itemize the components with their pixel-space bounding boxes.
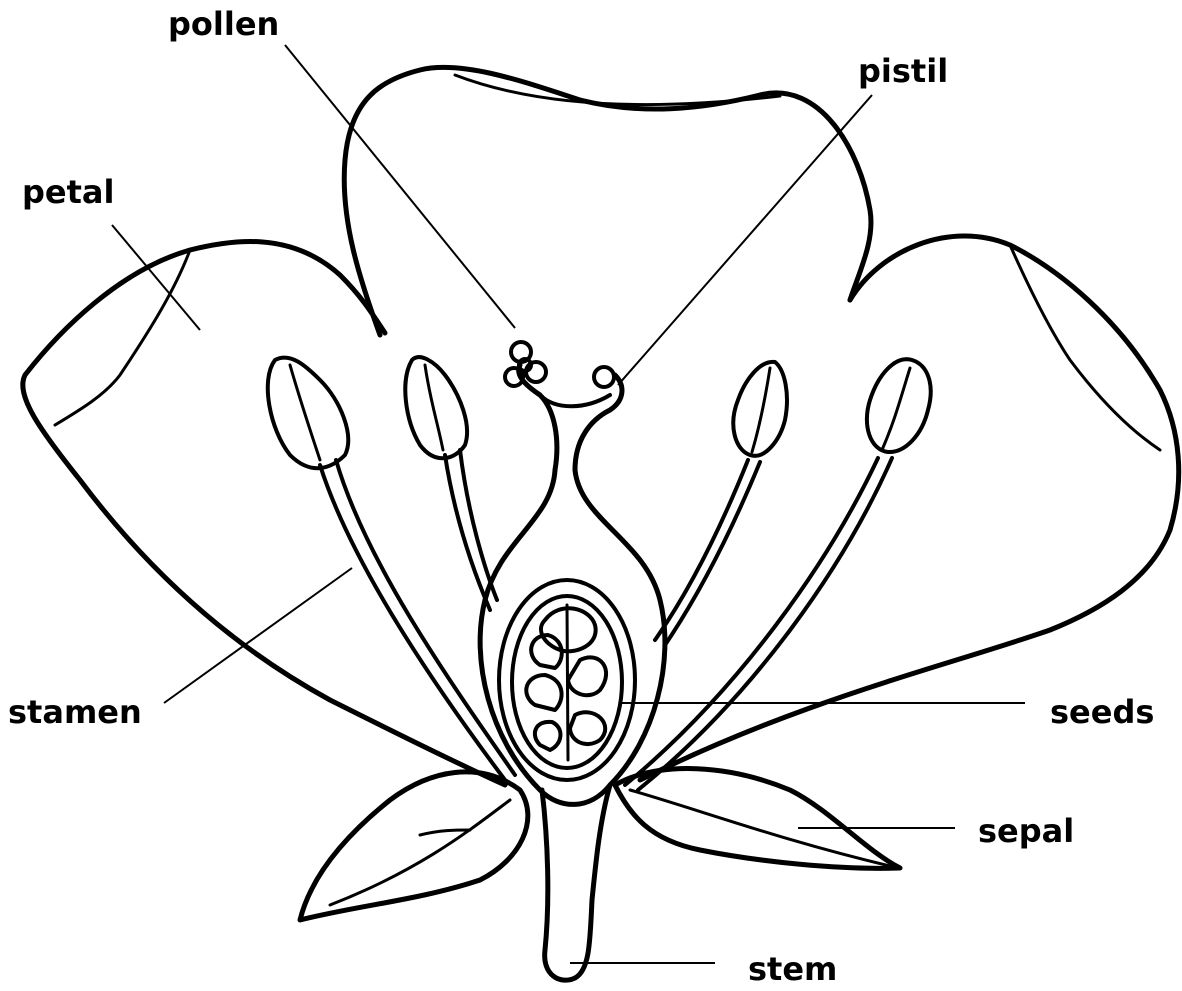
left-sepal	[300, 772, 528, 920]
petal-label: petal	[22, 176, 114, 208]
top-petal	[344, 67, 871, 335]
stem-label: stem	[748, 953, 837, 985]
seeds-shapes	[526, 605, 606, 760]
right-sepal	[615, 769, 900, 869]
pistil-shape	[480, 365, 665, 804]
stamen-inner-right	[655, 362, 787, 645]
pistil-label: pistil	[858, 55, 948, 87]
stamen-outer-right	[625, 359, 931, 790]
pollen-leader-line	[285, 45, 515, 328]
sepal-label: sepal	[978, 815, 1074, 847]
stamen-label: stamen	[8, 696, 142, 728]
seeds-label: seeds	[1050, 696, 1154, 728]
stamen-outer-left	[268, 358, 515, 780]
flower-stem	[542, 785, 610, 980]
stamen-leader-line	[164, 568, 352, 703]
pistil-leader-line	[618, 95, 872, 385]
pollen-label: pollen	[168, 8, 279, 40]
stamen-inner-left	[405, 357, 497, 610]
